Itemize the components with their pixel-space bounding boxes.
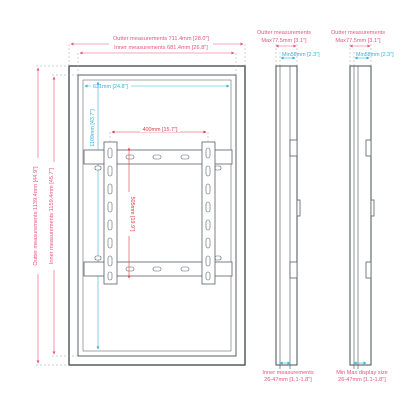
bracket-slots-right	[205, 147, 211, 281]
side-left-bottom-title: Inner measurements	[262, 370, 314, 376]
side-view-right: Outter measurements Max77.5mm [3.1"] Min…	[331, 30, 394, 383]
side-left-title: Outter measurements	[257, 30, 311, 36]
screen-height-label: 1109mm [43.7"]	[90, 109, 96, 147]
side-right-min-depth: Min58mm [2.3"]	[356, 52, 394, 58]
front-view: Outter measurements 711.4mm [28.0"] Inne…	[31, 34, 246, 366]
bracket-slots-left	[107, 147, 113, 281]
inner-width-label: Inner measurements 681.4mm [26.8"]	[114, 45, 208, 51]
screen-opening	[82, 79, 232, 352]
side-right-bottom-value: 26-47mm [1.1-1.8"]	[338, 377, 386, 383]
side-right-max-depth: Max77.5mm [3.1"]	[335, 38, 381, 44]
side-left-max-depth: Max77.5mm [3.1"]	[261, 38, 307, 44]
side-left-profile-outer	[275, 65, 298, 366]
side-left-min-depth: Min58mm [2.3"]	[282, 52, 320, 58]
side-right-title: Outter measurements	[331, 30, 385, 36]
side-right-profile-outer	[349, 65, 372, 366]
outer-frame	[68, 65, 246, 366]
side-view-left: Outter measurements Max77.5mm [3.1"] Min…	[257, 30, 320, 383]
vesa-height-label: 505mm [19.9"]	[129, 197, 135, 232]
side-left-bottom-value: 26-47mm [1.1-1.8"]	[264, 377, 312, 383]
inner-height-label: Inner measurements 1159.4mm [45.7"]	[49, 167, 55, 264]
vesa-width-label: 400mm [15.7"]	[143, 127, 178, 133]
screen-width-label: 631mm [24.8"]	[93, 84, 128, 90]
side-right-bottom-title: Min Max display size	[336, 370, 388, 376]
vesa-bracket-right	[201, 141, 216, 285]
outer-width-label: Outter measurements 711.4mm [28.0"]	[113, 36, 210, 42]
outer-height-label: Outter measurements 1139.4mm [44.9"]	[33, 166, 39, 266]
inner-frame	[77, 74, 237, 357]
vesa-bracket-left	[103, 141, 118, 285]
